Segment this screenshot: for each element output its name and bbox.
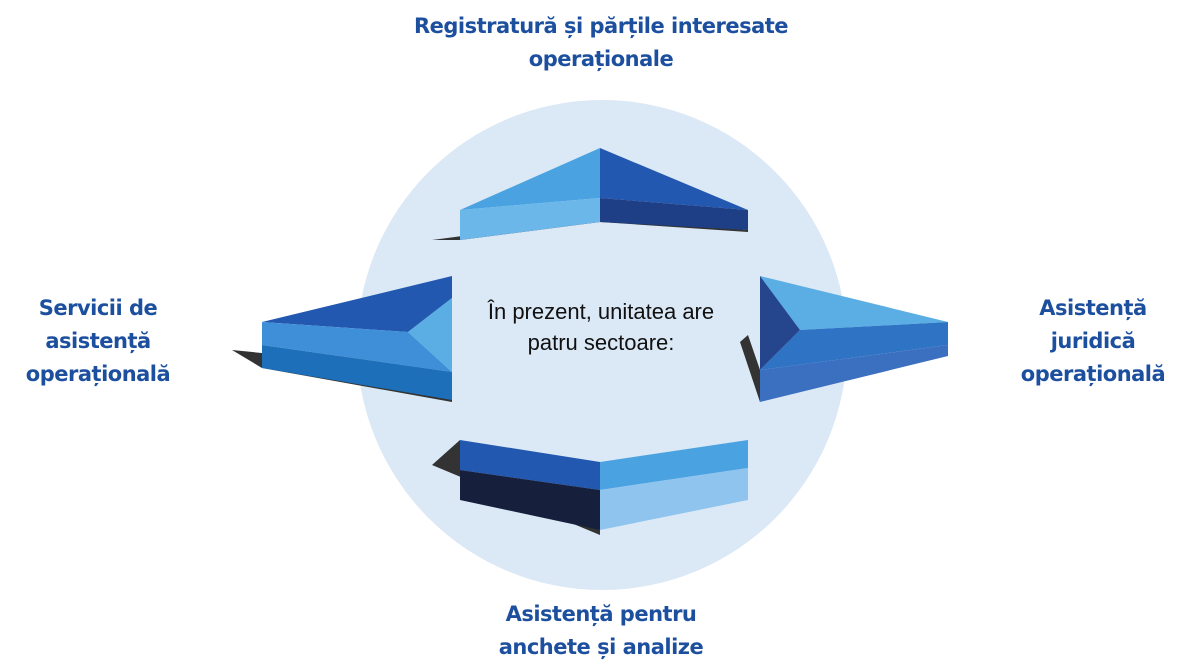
sector-label-support-services-line1: Servicii de <box>38 296 158 320</box>
sector-label-support-services: Servicii de asistență operațională <box>0 292 196 391</box>
center-caption: În prezent, unitatea are patru sectoare: <box>451 296 751 358</box>
sector-label-legal-assistance: Asistență juridică operațională <box>1004 292 1182 391</box>
sector-label-support-services-line3: operațională <box>25 362 171 386</box>
sector-label-registry: Registratură și părțile interesate opera… <box>391 10 811 76</box>
center-caption-line2: patru sectoare: <box>527 330 675 355</box>
bottom-chevron-arrow <box>432 440 748 535</box>
top-chevron-arrow <box>432 148 748 240</box>
sector-label-legal-assistance-line1: Asistență <box>1039 296 1147 320</box>
sector-label-registry-line1: Registratură și părțile interesate <box>413 14 789 38</box>
sector-label-registry-line2: operaționale <box>528 47 674 71</box>
sector-label-support-services-line2: asistență <box>45 329 151 353</box>
sector-label-legal-assistance-line3: operațională <box>1020 362 1166 386</box>
right-chevron-arrow <box>740 276 948 402</box>
sector-label-investigations-line1: Asistență pentru <box>505 602 697 626</box>
left-chevron-arrow <box>232 276 452 402</box>
sector-label-legal-assistance-line2: juridică <box>1050 329 1136 353</box>
sector-label-investigations: Asistență pentru anchete și analize <box>471 598 731 662</box>
sector-label-investigations-line2: anchete și analize <box>498 635 704 659</box>
center-caption-line1: În prezent, unitatea are <box>487 299 715 324</box>
